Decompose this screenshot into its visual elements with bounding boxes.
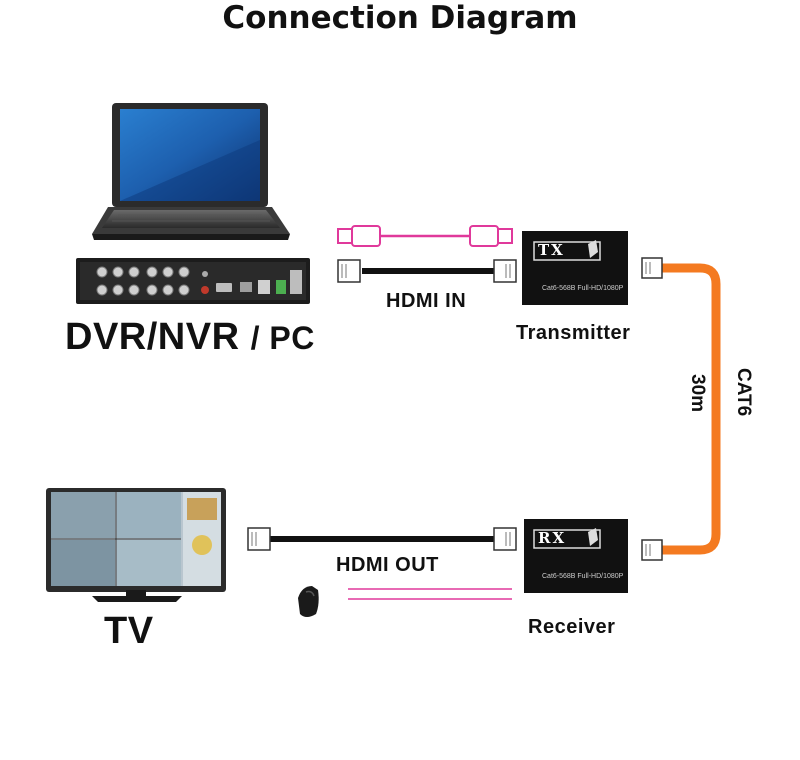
cat6-cable [641, 257, 721, 561]
source-label-main: DVR/NVR [65, 316, 240, 358]
hdmi-out-label: HDMI OUT [336, 554, 439, 576]
transmitter-label: Transmitter [516, 322, 631, 344]
dvr-nvr-icon [76, 258, 310, 304]
source-device-label: DVR/NVR / PC [65, 316, 315, 359]
tx-badge: TX [538, 241, 565, 259]
tx-spec-text: Cat6-568B Full-HD/1080P [542, 285, 624, 292]
hdmi-out-cable [247, 527, 517, 551]
ir-cable-bottom [348, 588, 512, 600]
laptop-icon [92, 103, 290, 240]
source-label-suffix: / PC [250, 320, 315, 356]
cable-length-label: 30m [687, 374, 708, 413]
display-device-label: TV [104, 610, 154, 652]
ir-sensor-icon [298, 586, 319, 617]
diagram-title: Connection Diagram [222, 0, 578, 36]
tv-icon [46, 488, 226, 602]
rx-spec-text: Cat6-568B Full-HD/1080P [542, 573, 624, 580]
transmitter-device [522, 231, 628, 305]
rx-badge: RX [538, 529, 567, 547]
ir-cable-top [337, 225, 513, 247]
hdmi-in-cable [337, 259, 517, 283]
cable-type-label: CAT6 [733, 368, 754, 417]
hdmi-in-label: HDMI IN [386, 290, 467, 312]
receiver-device [524, 519, 628, 593]
receiver-label: Receiver [528, 616, 616, 638]
